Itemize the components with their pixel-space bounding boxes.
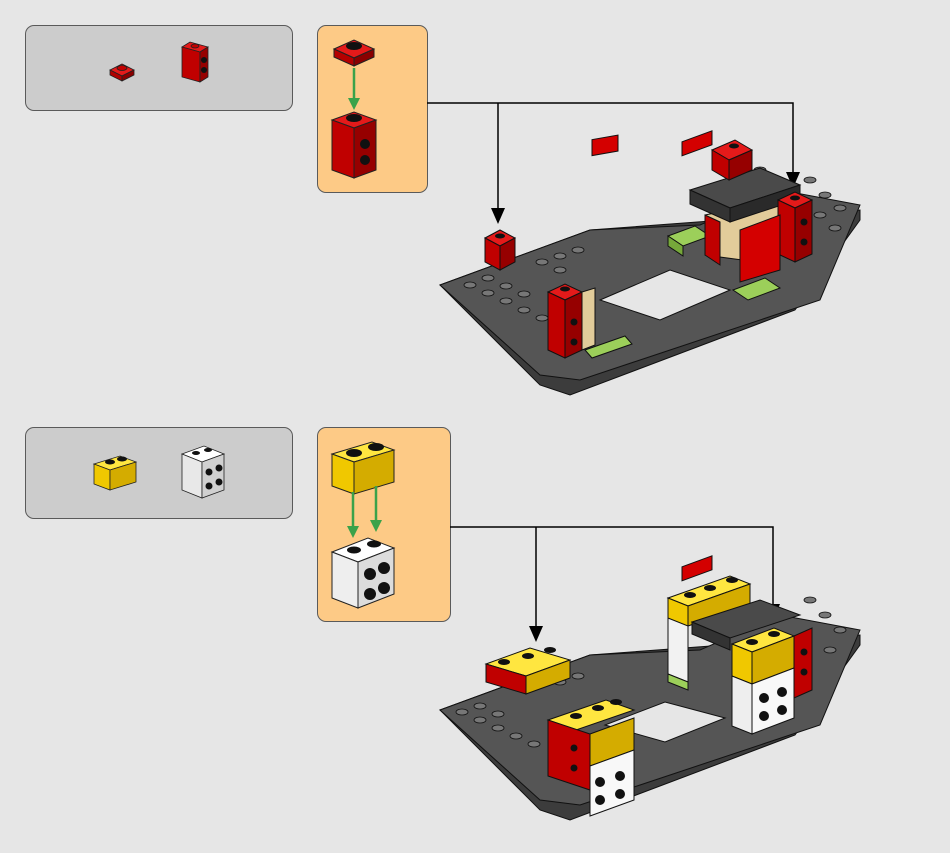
red-1x1-brick-stack [548,284,595,358]
red-1x1-brick-placed [778,192,812,262]
red-tile [592,135,618,156]
main-model-assembly [0,0,950,420]
build-step-1 [0,0,950,420]
build-step-2 [0,420,950,853]
main-model-assembly [0,420,950,853]
red-1x1-brick-placed [485,230,515,270]
red-tile [682,131,712,156]
red-tile [682,556,712,581]
